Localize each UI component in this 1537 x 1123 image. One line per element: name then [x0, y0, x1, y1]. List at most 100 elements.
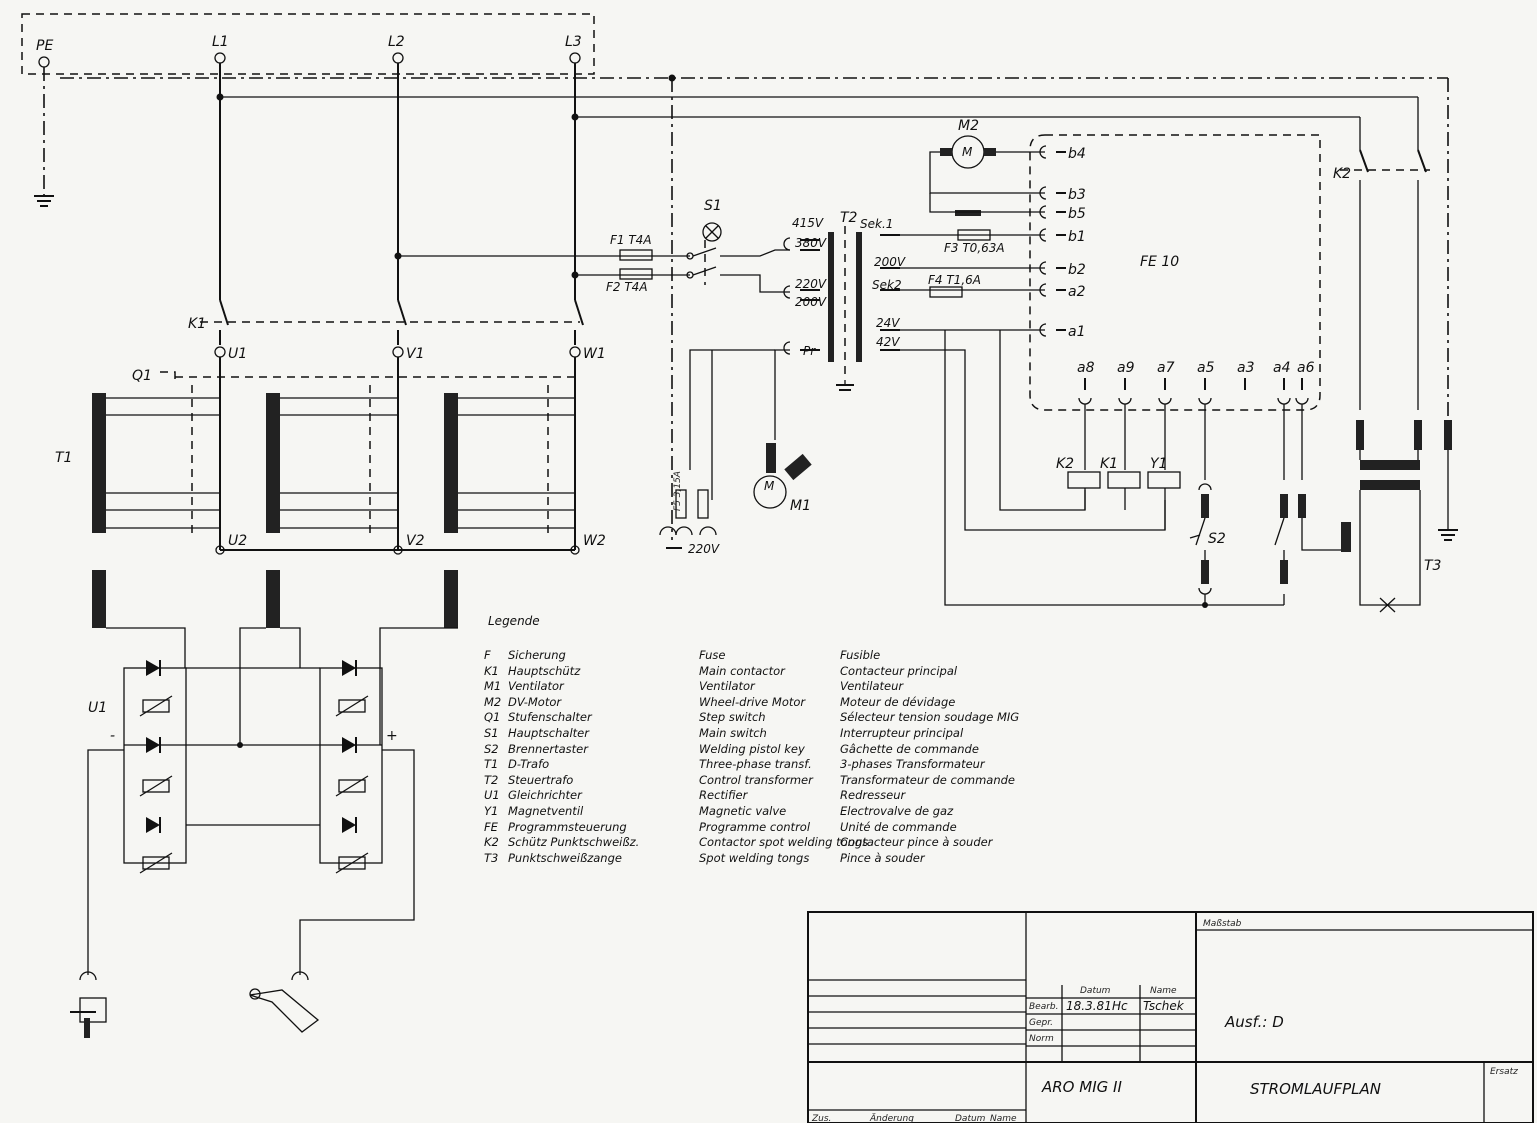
s2-torch-key [1189, 404, 1212, 608]
legend-french: Transformateur de commande [840, 772, 1016, 787]
legend-german: Gleichrichter [508, 788, 582, 803]
bearb-date: 18.3.81 [1066, 999, 1112, 1013]
legend-german: Punktschweißzange [508, 850, 622, 865]
legend-german: D-Trafo [508, 757, 550, 772]
pe-label: PE [36, 38, 53, 54]
u1-label: U1 [88, 700, 107, 716]
legend-french: Interrupteur principal [840, 726, 964, 740]
t2-control-transformer [783, 226, 900, 391]
legend-german: Programmsteuerung [508, 819, 627, 834]
earth-clamp-socket [79, 971, 97, 981]
legend-german: Schütz Punktschweißz. [508, 835, 640, 850]
k1-coil [1107, 471, 1141, 489]
m2-motor-letter: M [962, 145, 973, 159]
legend-code: M1 [484, 679, 502, 694]
legend-english: Programme control [699, 819, 811, 834]
l1-terminal [214, 52, 226, 64]
earth-clamp-icon [70, 997, 107, 1038]
k2-coil-label: K2 [1056, 456, 1074, 472]
legend-code: S2 [484, 741, 499, 756]
legend-code: T3 [484, 850, 499, 865]
legend-english: Spot welding tongs [699, 850, 810, 865]
legend-french: Redresseur [840, 788, 906, 803]
u1-terminal-label: U1 [228, 346, 247, 362]
k2-label: K2 [1333, 166, 1351, 182]
m1-fan-motor [753, 453, 812, 509]
t1-secondary [92, 570, 458, 745]
tongs-trigger-switch [1205, 404, 1351, 606]
torch-socket [291, 971, 309, 981]
legend-english: Ventilator [699, 679, 755, 694]
k1-coil-label: K1 [1100, 456, 1118, 472]
pin-a4: a4 [1273, 360, 1291, 376]
legend-code: FE [484, 819, 498, 834]
f2-label: F2 T4A [606, 280, 648, 294]
legend-row: T3 Punktschweißzange Spot welding tongs Pin… [484, 851, 1084, 866]
name2-label: Name [990, 1114, 1017, 1123]
legend-french: Contacteur pince à souder [840, 835, 993, 850]
ausf-label: Ausf.: D [1224, 1013, 1284, 1031]
fe-left-pins [1039, 145, 1066, 337]
legend-code: K1 [484, 663, 499, 678]
legend-code: M2 [484, 694, 502, 709]
f3-label: F3 T0,63A [944, 241, 1005, 255]
mains-terminal-box [21, 13, 595, 75]
m2-drive-motor [929, 135, 1045, 216]
v2-terminal-label: V2 [406, 533, 425, 549]
legend-english: Welding pistol key [699, 741, 805, 756]
f1-fuse [619, 249, 653, 261]
legend-english: Three-phase transf. [699, 757, 812, 772]
w2-terminal-label: W2 [583, 533, 606, 549]
m1-motor-letter: M [764, 479, 775, 493]
gepr-label: Gepr. [1029, 1018, 1053, 1028]
legend-french: 3-phases Transformateur [840, 757, 985, 772]
welding-torch-icon [249, 988, 320, 1033]
aenderung-label: Änderung [869, 1113, 914, 1123]
legend-code: U1 [484, 788, 500, 803]
mains-220v-label: 220V [688, 542, 720, 556]
legend-code: F [484, 648, 491, 662]
pin-b4: b4 [1068, 146, 1086, 162]
legend-german: Stufenschalter [508, 710, 592, 725]
fe-bottom-pins [1078, 378, 1309, 405]
l3-label: L3 [565, 34, 582, 50]
legend-german: Magnetventil [508, 804, 584, 818]
legend-french: Pince à souder [840, 850, 925, 865]
pin-a6: a6 [1297, 360, 1315, 376]
q1-label: Q1 [132, 368, 152, 384]
s1-main-switch [686, 222, 722, 285]
f5-fuse [659, 489, 717, 549]
f4-fuse [929, 286, 963, 298]
legend-french: Unité de commande [840, 819, 957, 834]
l2-terminal [392, 52, 404, 64]
plus-label: + [386, 728, 398, 744]
massstab-label: Maßstab [1203, 919, 1242, 929]
t1-label: T1 [55, 450, 72, 466]
k1-label: K1 [188, 316, 206, 332]
k2-contactor [1340, 149, 1430, 410]
tap-sek2: Sek2 [872, 278, 902, 292]
l3-terminal [569, 52, 581, 64]
t1-transformer [92, 357, 580, 555]
legend-english: Main contactor [699, 663, 785, 678]
f1-label: F1 T4A [610, 233, 652, 247]
legend-french: Gâchette de commande [840, 741, 979, 756]
w1-terminal-label: W1 [583, 346, 606, 362]
legend-english: Control transformer [699, 772, 813, 787]
f5-label: F5 3,15A [673, 471, 683, 511]
legend-code: S1 [484, 726, 499, 740]
legend-code: Y1 [484, 804, 499, 818]
pin-a5: a5 [1197, 360, 1215, 376]
tap-sek1: Sek.1 [860, 217, 893, 231]
t3-label: T3 [1424, 558, 1441, 574]
u1-rectifier [123, 660, 383, 874]
tap-380v: 380V [795, 236, 827, 250]
